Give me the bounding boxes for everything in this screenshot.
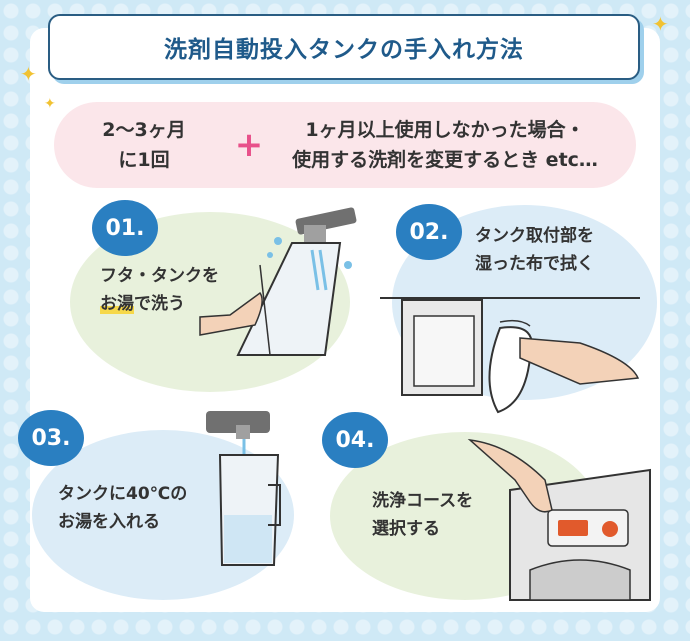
sparkle-icon: ✦ [44, 96, 56, 112]
tank-compartment-wiping-illustration [380, 297, 640, 414]
sparkle-icon: ✦ [652, 12, 669, 36]
condition-line-1: 1ヶ月以上使用しなかった場合・ [305, 119, 585, 141]
interval-line-1: 2〜3ヶ月 [102, 119, 186, 141]
step-4-line-2: 選択する [372, 519, 440, 539]
tank-filling-illustration [206, 411, 281, 566]
plus-icon: + [234, 125, 264, 165]
frequency-band: 2〜3ヶ月 に1回 + 1ヶ月以上使用しなかった場合・ 使用する洗剤を変更すると… [54, 102, 636, 188]
sparkle-icon: ✦ [20, 62, 37, 86]
step-3-badge: 03. [18, 410, 84, 466]
step-3-line-1: タンクに40℃の [58, 484, 188, 504]
step-1-line-2-rest: で洗う [134, 294, 185, 314]
step-1-line-2: お湯で洗う [100, 290, 219, 318]
washer-control-illustration [467, 438, 651, 601]
step-4-line-1: 洗浄コースを [372, 491, 474, 511]
frequency-interval: 2〜3ヶ月 に1回 [54, 115, 234, 175]
step-1-highlight: お湯 [100, 294, 134, 314]
interval-line-2: に1回 [118, 149, 170, 171]
tank-washing-illustration [199, 207, 357, 356]
frequency-conditions: 1ヶ月以上使用しなかった場合・ 使用する洗剤を変更するとき etc… [264, 115, 636, 175]
step-2-badge: 02. [396, 204, 462, 260]
step-3-text: タンクに40℃の お湯を入れる [58, 480, 187, 536]
step-4-text: 洗浄コースを 選択する [372, 487, 473, 543]
step-1-badge: 01. [92, 200, 158, 256]
step-1-text: フタ・タンクを お湯で洗う [100, 262, 219, 318]
step-2-line-2: 湿った布で拭く [475, 254, 594, 274]
condition-line-2: 使用する洗剤を変更するとき etc… [292, 149, 598, 171]
step-1-line-1: フタ・タンクを [100, 266, 219, 286]
step-2-text: タンク取付部を 湿った布で拭く [475, 222, 594, 278]
page-title: 洗剤自動投入タンクの手入れ方法 [48, 14, 640, 80]
step-3-line-2: お湯を入れる [58, 512, 160, 532]
step-2-line-1: タンク取付部を [475, 226, 594, 246]
step-4-badge: 04. [322, 412, 388, 468]
